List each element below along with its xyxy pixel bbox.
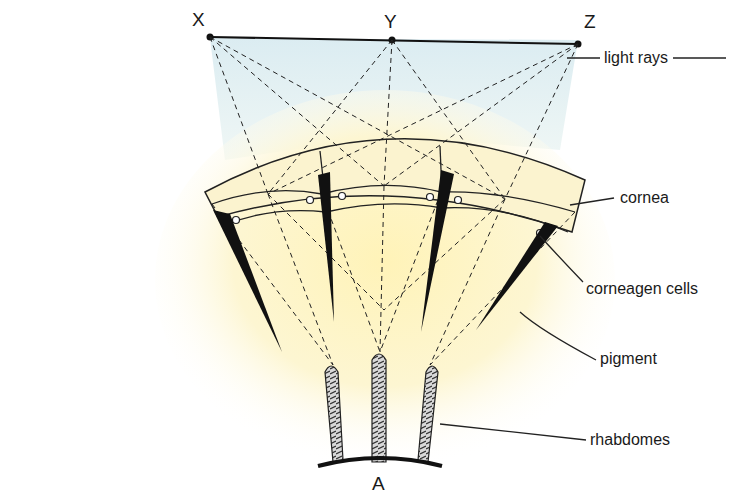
rhabdomes-shape: [325, 354, 438, 462]
part-label: pigment: [600, 350, 657, 368]
leader-lines: [440, 58, 726, 440]
point-label: Z: [584, 12, 596, 33]
cornea-shape: [205, 139, 585, 232]
pigment: [213, 170, 558, 352]
light-rays: [210, 37, 578, 365]
part-label: corneagen cells: [586, 280, 698, 298]
corneagen-cells: [233, 193, 544, 237]
glow: [155, 90, 615, 470]
part-label: cornea: [620, 189, 669, 207]
point-label: Y: [384, 12, 397, 33]
point-label: A: [372, 474, 385, 495]
point-label: X: [192, 10, 205, 31]
part-label: light rays: [604, 49, 668, 67]
basement-membrane: [318, 458, 442, 466]
part-label: rhabdomes: [590, 431, 670, 449]
